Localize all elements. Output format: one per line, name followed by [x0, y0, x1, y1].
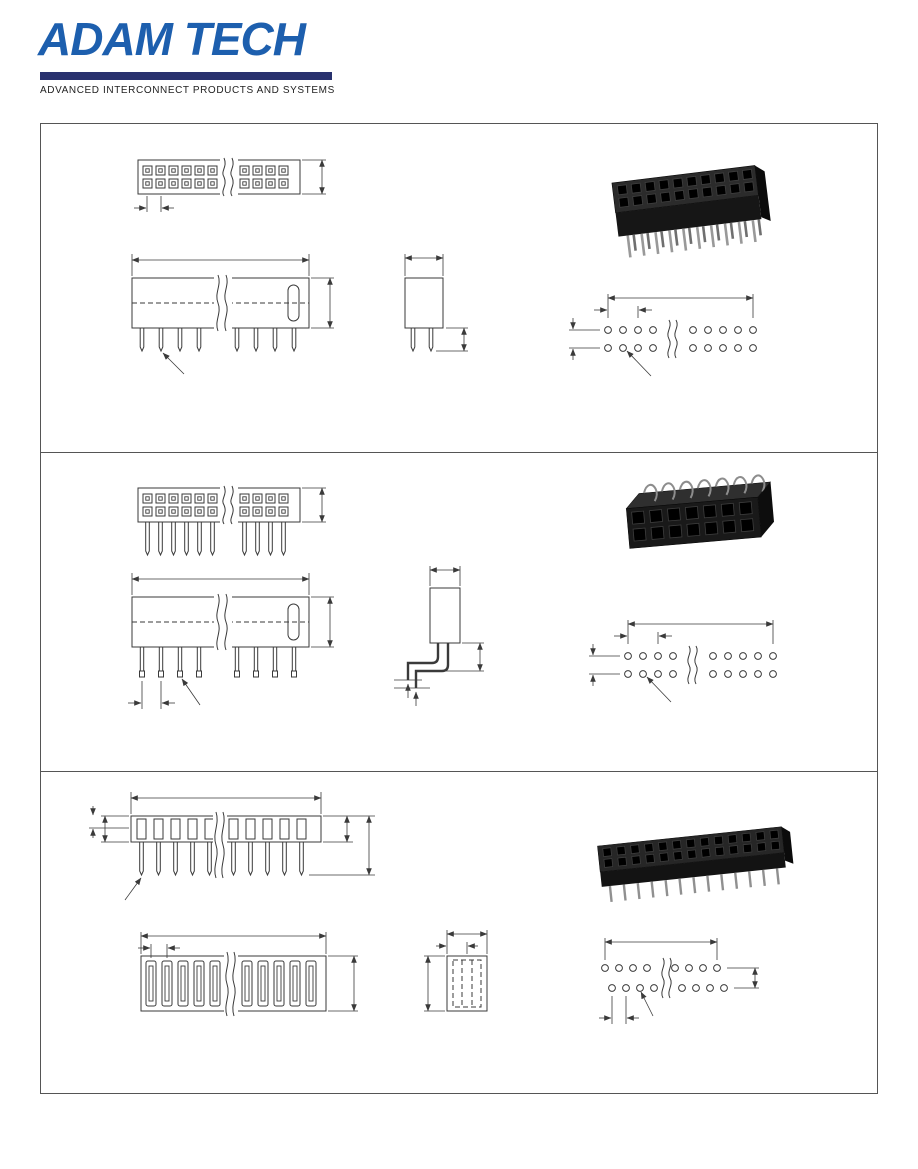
s1-front-view-drawing: [122, 246, 357, 386]
section-divider: [40, 771, 878, 772]
s2-side-view-drawing: [382, 560, 497, 728]
s3-side-view-drawing: [412, 926, 527, 1044]
s2-pcb-layout-drawing: [573, 606, 808, 714]
logo-underline-bar: [40, 72, 332, 80]
s3-front-view-drawing: [83, 786, 398, 914]
s1-product-photo: [598, 150, 778, 275]
content-frame: [40, 123, 878, 1094]
s3-pcb-layout-drawing: [575, 926, 785, 1044]
s3-product-photo: [588, 806, 803, 924]
s2-product-photo: [613, 466, 793, 584]
s1-top-view-drawing: [128, 150, 358, 235]
s2-front-view-drawing: [122, 565, 357, 725]
section-divider: [40, 452, 878, 453]
s2-top-view-drawing: [128, 478, 358, 596]
adam-tech-logo: ADAM TECH: [38, 13, 306, 65]
s3-bottom-view-drawing: [126, 926, 371, 1044]
s1-side-view-drawing: [380, 246, 480, 386]
s1-pcb-layout-drawing: [553, 280, 788, 388]
company-tagline: ADVANCED INTERCONNECT PRODUCTS AND SYSTE…: [40, 85, 335, 96]
